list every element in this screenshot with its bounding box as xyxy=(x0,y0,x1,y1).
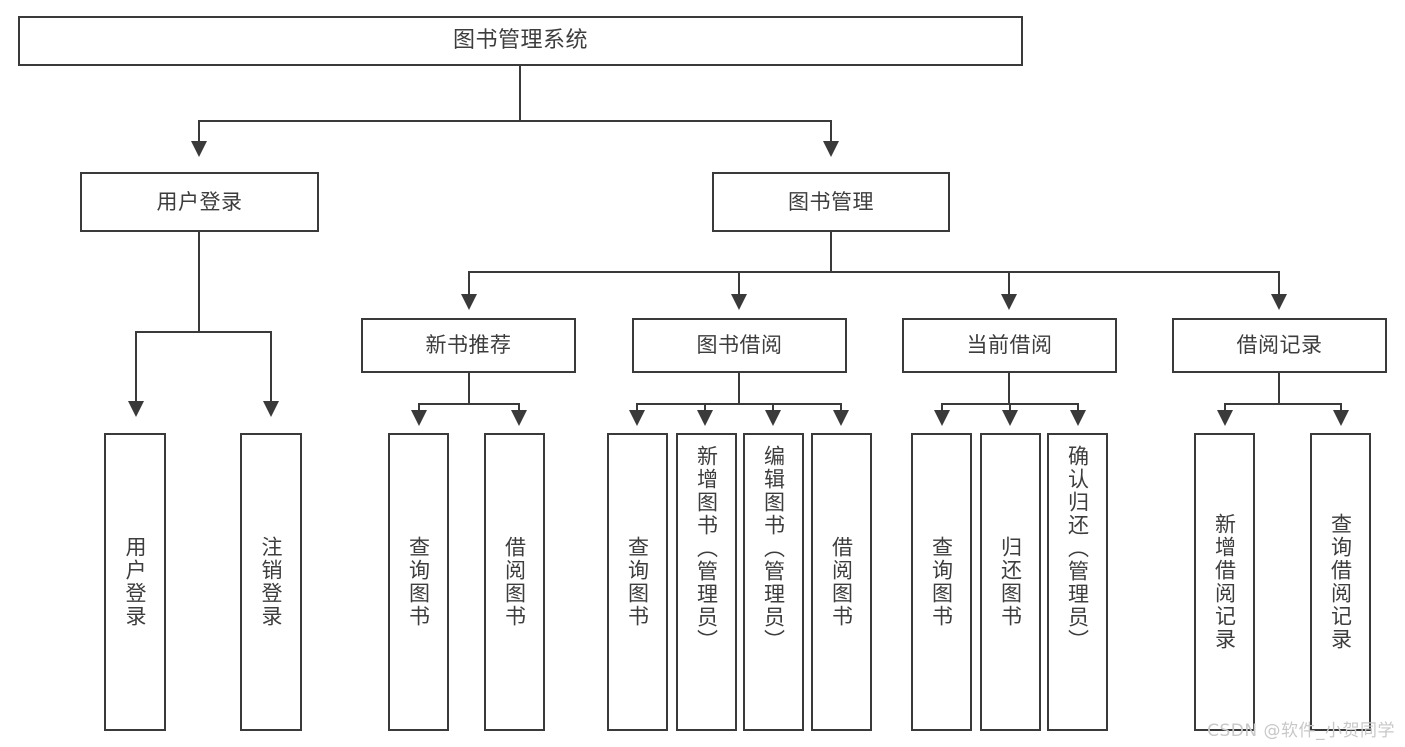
connector-borrow-record-l xyxy=(1224,403,1226,413)
arrowhead-current-borrow-c2 xyxy=(1002,410,1018,426)
node-borrow-record[interactable]: 借阅记录 xyxy=(1172,318,1387,373)
connector-current-borrow-c2 xyxy=(1009,403,1011,413)
arrowhead-book-manage-c4 xyxy=(1271,294,1287,310)
connector-new-book-bar xyxy=(418,403,518,405)
node-user-login[interactable]: 用户登录 xyxy=(80,172,319,232)
csdn-watermark: CSDN @软件_小贺同学 xyxy=(1207,721,1395,741)
arrowhead-book-manage-c1 xyxy=(461,294,477,310)
arrowhead-current-borrow-c1 xyxy=(934,410,950,426)
node-label: 借阅图书 xyxy=(502,536,527,628)
node-label: 查询借阅记录 xyxy=(1328,513,1353,651)
connector-root-to-user-login xyxy=(198,120,200,145)
leaf-query-borrow-record[interactable]: 查询借阅记录 xyxy=(1310,433,1371,731)
node-root-system[interactable]: 图书管理系统 xyxy=(18,16,1023,66)
connector-current-borrow-stem xyxy=(1008,373,1010,404)
arrowhead-user-login-right xyxy=(263,401,279,417)
connector-book-manage-c3 xyxy=(1008,271,1010,298)
node-label: 用户登录 xyxy=(123,536,148,628)
node-label: 新书推荐 xyxy=(425,333,512,358)
arrowhead-new-book-r xyxy=(511,410,527,426)
connector-book-borrow-bar xyxy=(636,403,841,405)
node-new-book-recommend[interactable]: 新书推荐 xyxy=(361,318,576,373)
node-book-borrow[interactable]: 图书借阅 xyxy=(632,318,847,373)
leaf-logout-login[interactable]: 注销登录 xyxy=(240,433,302,731)
node-label: 用户登录 xyxy=(156,189,243,214)
connector-book-manage-bar xyxy=(468,271,1279,273)
connector-new-book-l xyxy=(418,403,420,413)
arrowhead-borrow-record-l xyxy=(1217,410,1233,426)
node-label: 查询图书 xyxy=(406,536,431,628)
node-label: 图书借阅 xyxy=(696,333,783,358)
connector-new-book-r xyxy=(518,403,520,413)
node-label: 注销登录 xyxy=(259,536,284,628)
connector-book-borrow-stem xyxy=(738,373,740,404)
arrowhead-book-borrow-c1 xyxy=(629,410,645,426)
node-label: 确认归还（管理员） xyxy=(1065,445,1090,652)
connector-root-bar xyxy=(198,120,832,122)
node-label: 编辑图书（管理员） xyxy=(761,445,786,652)
connector-book-borrow-c4 xyxy=(840,403,842,413)
arrowhead-new-book-l xyxy=(411,410,427,426)
connector-book-manage-c1 xyxy=(468,271,470,298)
node-label: 归还图书 xyxy=(998,536,1023,628)
connector-user-login-stem xyxy=(198,232,200,332)
arrowhead-root-to-user-login xyxy=(191,141,207,157)
leaf-query-book-recommend[interactable]: 查询图书 xyxy=(388,433,449,731)
connector-user-login-bar xyxy=(135,331,270,333)
connector-borrow-record-bar xyxy=(1224,403,1341,405)
connector-root-to-book-manage xyxy=(830,120,832,145)
leaf-add-borrow-record[interactable]: 新增借阅记录 xyxy=(1194,433,1255,731)
leaf-edit-book[interactable]: 编辑图书（管理员） xyxy=(743,433,804,731)
connector-new-book-stem xyxy=(468,373,470,404)
leaf-user-login[interactable]: 用户登录 xyxy=(104,433,166,731)
connector-book-borrow-c3 xyxy=(772,403,774,413)
connector-current-borrow-c1 xyxy=(941,403,943,413)
leaf-query-book-current[interactable]: 查询图书 xyxy=(911,433,972,731)
leaf-borrow-book[interactable]: 借阅图书 xyxy=(811,433,872,731)
node-label: 借阅记录 xyxy=(1236,333,1323,358)
arrowhead-book-manage-c2 xyxy=(731,294,747,310)
connector-book-borrow-c1 xyxy=(636,403,638,413)
connector-book-manage-stem xyxy=(830,232,832,272)
arrowhead-book-borrow-c2 xyxy=(697,410,713,426)
node-label: 新增图书（管理员） xyxy=(694,445,719,652)
leaf-confirm-return[interactable]: 确认归还（管理员） xyxy=(1047,433,1108,731)
arrowhead-current-borrow-c3 xyxy=(1070,410,1086,426)
leaf-borrow-book-recommend[interactable]: 借阅图书 xyxy=(484,433,545,731)
node-label: 图书管理 xyxy=(788,189,874,214)
arrowhead-borrow-record-r xyxy=(1333,410,1349,426)
connector-user-login-left xyxy=(135,331,137,405)
connector-borrow-record-r xyxy=(1340,403,1342,413)
arrowhead-book-manage-c3 xyxy=(1001,294,1017,310)
connector-book-borrow-c2 xyxy=(704,403,706,413)
connector-current-borrow-c3 xyxy=(1077,403,1079,413)
node-book-manage[interactable]: 图书管理 xyxy=(712,172,950,232)
node-current-borrow[interactable]: 当前借阅 xyxy=(902,318,1117,373)
node-label: 查询图书 xyxy=(929,536,954,628)
node-label: 新增借阅记录 xyxy=(1212,513,1237,651)
node-label: 图书管理系统 xyxy=(452,28,588,54)
node-label: 当前借阅 xyxy=(966,333,1053,358)
connector-book-manage-c2 xyxy=(738,271,740,298)
arrowhead-root-to-book-manage xyxy=(823,141,839,157)
arrowhead-user-login-left xyxy=(128,401,144,417)
node-label: 查询图书 xyxy=(625,536,650,628)
connector-root-stem xyxy=(519,66,521,121)
leaf-add-book[interactable]: 新增图书（管理员） xyxy=(676,433,737,731)
node-label: 借阅图书 xyxy=(829,536,854,628)
connector-borrow-record-stem xyxy=(1278,373,1280,404)
connector-user-login-right xyxy=(270,331,272,405)
arrowhead-book-borrow-c3 xyxy=(765,410,781,426)
arrowhead-book-borrow-c4 xyxy=(833,410,849,426)
leaf-return-book[interactable]: 归还图书 xyxy=(980,433,1041,731)
leaf-query-book-borrow[interactable]: 查询图书 xyxy=(607,433,668,731)
connector-book-manage-c4 xyxy=(1278,271,1280,298)
